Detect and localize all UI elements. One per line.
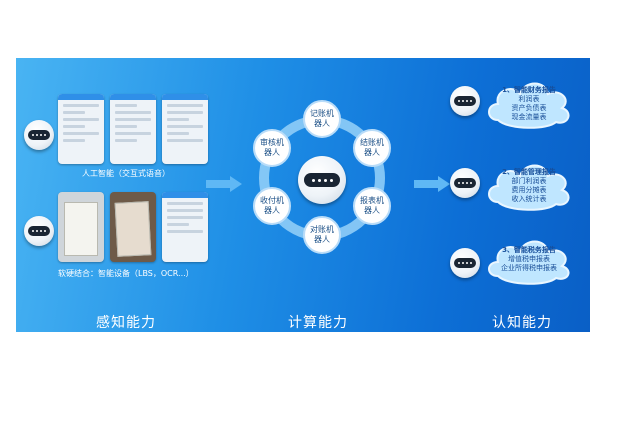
report-line: 收入统计表 bbox=[511, 195, 547, 203]
robot-icon bbox=[298, 156, 346, 204]
report-line: 企业所得税申报表 bbox=[501, 264, 557, 272]
form-screen bbox=[162, 192, 208, 262]
section-title-perception: 感知能力 bbox=[96, 315, 156, 331]
section-title-compute: 计算能力 bbox=[288, 315, 348, 331]
node-reconciliation: 对账机器人 bbox=[303, 216, 341, 254]
report-line: 部门利润表 bbox=[511, 177, 547, 185]
node-bookkeeping: 记账机器人 bbox=[303, 100, 341, 138]
cloud-financial-report: 1、智能财务报告 利润表 资产负债表 现金流量表 bbox=[484, 74, 574, 130]
report-line: 现金流量表 bbox=[511, 113, 547, 121]
node-payment: 收付机器人 bbox=[253, 187, 291, 225]
node-reporting: 报表机器人 bbox=[353, 187, 391, 225]
report-line: 费用分摊表 bbox=[511, 186, 547, 194]
chat-screen bbox=[110, 94, 156, 164]
report-line: 增值税申报表 bbox=[508, 255, 550, 263]
robot-icon bbox=[450, 168, 480, 198]
robot-icon bbox=[450, 86, 480, 116]
caption-ai: 人工智能（交互式语音） bbox=[82, 169, 170, 178]
report-line: 资产负债表 bbox=[511, 104, 547, 112]
chat-screen bbox=[162, 94, 208, 164]
chat-screen bbox=[58, 94, 104, 164]
section-title-cognition: 认知能力 bbox=[492, 315, 552, 331]
cloud-shape bbox=[488, 82, 570, 129]
cloud-shape bbox=[488, 164, 570, 211]
report-title: 2、智能管理报告 bbox=[502, 168, 556, 176]
receipt-photo-screen bbox=[110, 192, 156, 262]
banner: 人工智能（交互式语音） 软硬结合：智能设备（LBS，OCR...） 记账机器人 … bbox=[16, 58, 590, 332]
cloud-shape bbox=[488, 240, 570, 285]
right-arrow-icon bbox=[206, 176, 242, 192]
right-arrow-icon bbox=[414, 176, 450, 192]
report-line: 利润表 bbox=[518, 95, 540, 103]
document-scan-screen bbox=[58, 192, 104, 262]
cloud-management-report: 2、智能管理报告 部门利润表 费用分摊表 收入统计表 bbox=[484, 156, 574, 212]
report-title: 3、智能税务报告 bbox=[502, 246, 556, 254]
caption-hw: 软硬结合：智能设备（LBS，OCR...） bbox=[58, 269, 194, 278]
robot-icon bbox=[24, 216, 54, 246]
robot-icon bbox=[24, 120, 54, 150]
node-closing: 结账机器人 bbox=[353, 129, 391, 167]
report-title: 1、智能财务报告 bbox=[502, 86, 556, 94]
cloud-tax-report: 3、智能税务报告 增值税申报表 企业所得税申报表 bbox=[484, 234, 574, 286]
robot-icon bbox=[450, 248, 480, 278]
node-audit: 审核机器人 bbox=[253, 129, 291, 167]
